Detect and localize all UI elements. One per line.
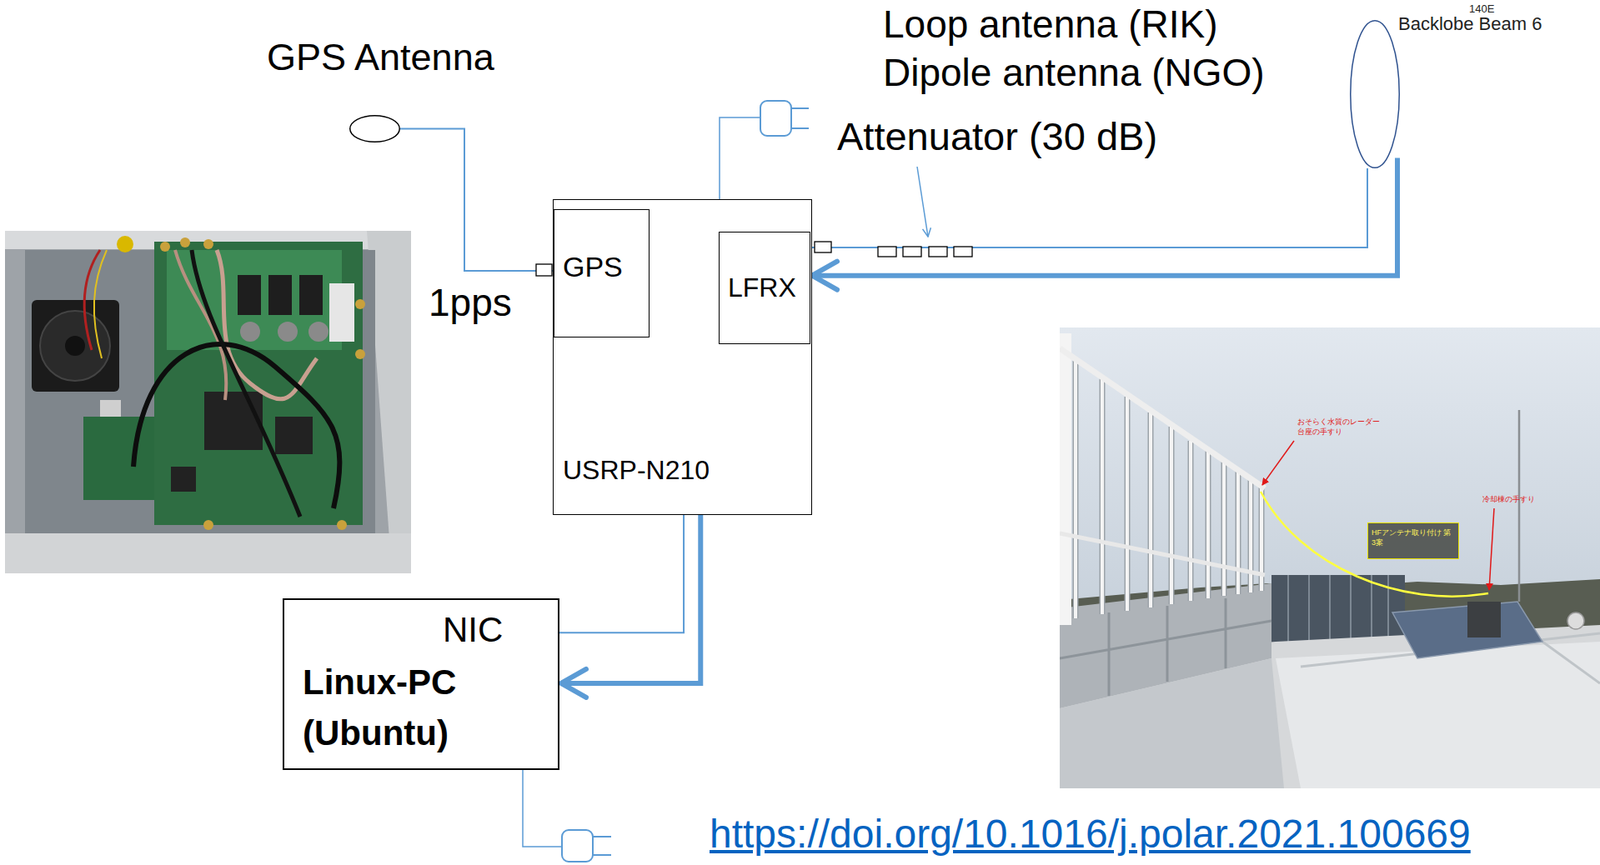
coax-cable [216, 250, 317, 400]
header [329, 283, 355, 342]
signal-line [810, 168, 1368, 248]
sma-jack [180, 237, 191, 248]
fan-blade [40, 310, 111, 382]
signal-line [559, 515, 684, 633]
board [154, 241, 363, 526]
board [83, 416, 159, 501]
fan [31, 300, 120, 392]
sma-connector [536, 264, 552, 276]
node-label: Loop antenna (RIK) [882, 1, 1219, 48]
signal-line [561, 515, 701, 684]
power-cord [522, 770, 562, 848]
regulator [299, 275, 323, 316]
node-label: GPS Antenna [266, 35, 495, 81]
node-label: USRP-N210 [562, 454, 710, 487]
sma-jack [160, 241, 171, 252]
signal-label: 1pps [428, 280, 512, 327]
steel-base [1059, 658, 1285, 789]
node-label: HFアンテナ取り付け 第3案 [1371, 528, 1454, 548]
leader-line [917, 166, 928, 237]
dish [1567, 612, 1585, 630]
attenuator-element [902, 246, 922, 257]
fence-rail [1059, 533, 1265, 576]
sky [1059, 327, 1600, 789]
fence-bars [1075, 361, 1262, 619]
fpga-chip [204, 391, 263, 451]
sma-jack [203, 520, 214, 531]
sma-jack [203, 239, 214, 250]
black-cable [191, 250, 301, 517]
ellipse-shape [1350, 20, 1400, 169]
lfrx-board: LFRX [718, 231, 811, 345]
ellipse-outline [1349, 20, 1400, 169]
chip [275, 416, 313, 455]
sd-card [100, 400, 121, 417]
photo-note: おそらく水質のレーダー 台座の手すり [1297, 417, 1385, 437]
fence-rail [1059, 348, 1265, 489]
gps-antenna: GPS Antenna [349, 115, 401, 143]
beam [1059, 598, 1272, 697]
plug-prongs [592, 837, 612, 856]
attenuator-label: Attenuator (30 dB) [837, 113, 1158, 161]
enclosure-wall [5, 533, 412, 574]
coax-cable [175, 250, 226, 401]
black-cable [133, 344, 340, 509]
enclosure [5, 230, 412, 574]
node-label: Dipole antenna (NGO) [882, 50, 1265, 96]
inductor [277, 321, 298, 342]
usrp-box: USRP-N210 GPS LFRX [552, 199, 813, 516]
ellipse-outline [349, 115, 401, 143]
red-pointer [1262, 441, 1295, 486]
beam-longitude: 140E [1469, 3, 1495, 15]
attenuator-element [928, 246, 948, 257]
mast [1518, 410, 1521, 602]
node-label: LFRX [727, 271, 797, 304]
gps-module: GPS [553, 209, 650, 338]
shed [1467, 601, 1501, 638]
rooftop-photo [1059, 327, 1600, 789]
fence-bars [1075, 361, 1262, 619]
chip [170, 466, 196, 492]
wire [94, 250, 107, 359]
pcb-photo [5, 230, 412, 574]
inductor [308, 321, 329, 342]
sma-connector [814, 241, 832, 253]
node-label: GPS [562, 250, 623, 285]
beam-label: Backlobe Beam 6 [1398, 13, 1542, 36]
node-label: NIC [442, 609, 503, 652]
photo-note: 冷却棟の手すり [1482, 495, 1535, 505]
regulator [268, 275, 292, 316]
power-cord [719, 117, 761, 200]
cap [116, 235, 134, 253]
fence-post [1059, 333, 1072, 626]
doi-link: https://doi.org/10.1016/j.polar.2021.100… [709, 810, 1471, 859]
antenna-wire-plan [1260, 491, 1489, 597]
regulator [237, 275, 261, 316]
power-plug [760, 100, 792, 136]
sma-jack [355, 299, 366, 310]
signal-line [400, 129, 554, 271]
pc-box: NIC Linux-PC (Ubuntu) [282, 598, 560, 771]
note-box: HFアンテナ取り付け 第3案 [1367, 522, 1460, 560]
inductor [240, 321, 261, 342]
plug-prongs [791, 108, 809, 129]
attenuator-element [953, 246, 973, 257]
node-label: Linux-PC (Ubuntu) [302, 657, 487, 760]
solar-panel [1392, 601, 1543, 659]
signal-line [812, 158, 1398, 276]
ellipse-shape [350, 115, 401, 143]
receive-antenna: Loop antenna (RIK)Dipole antenna (NGO) [1349, 20, 1400, 169]
sma-jack [336, 520, 347, 531]
power-plug [561, 830, 593, 863]
fan-hub [65, 336, 86, 357]
red-pointer [1489, 508, 1495, 591]
attenuator-element [877, 246, 897, 257]
wire [84, 250, 101, 351]
sma-jack [355, 349, 366, 360]
